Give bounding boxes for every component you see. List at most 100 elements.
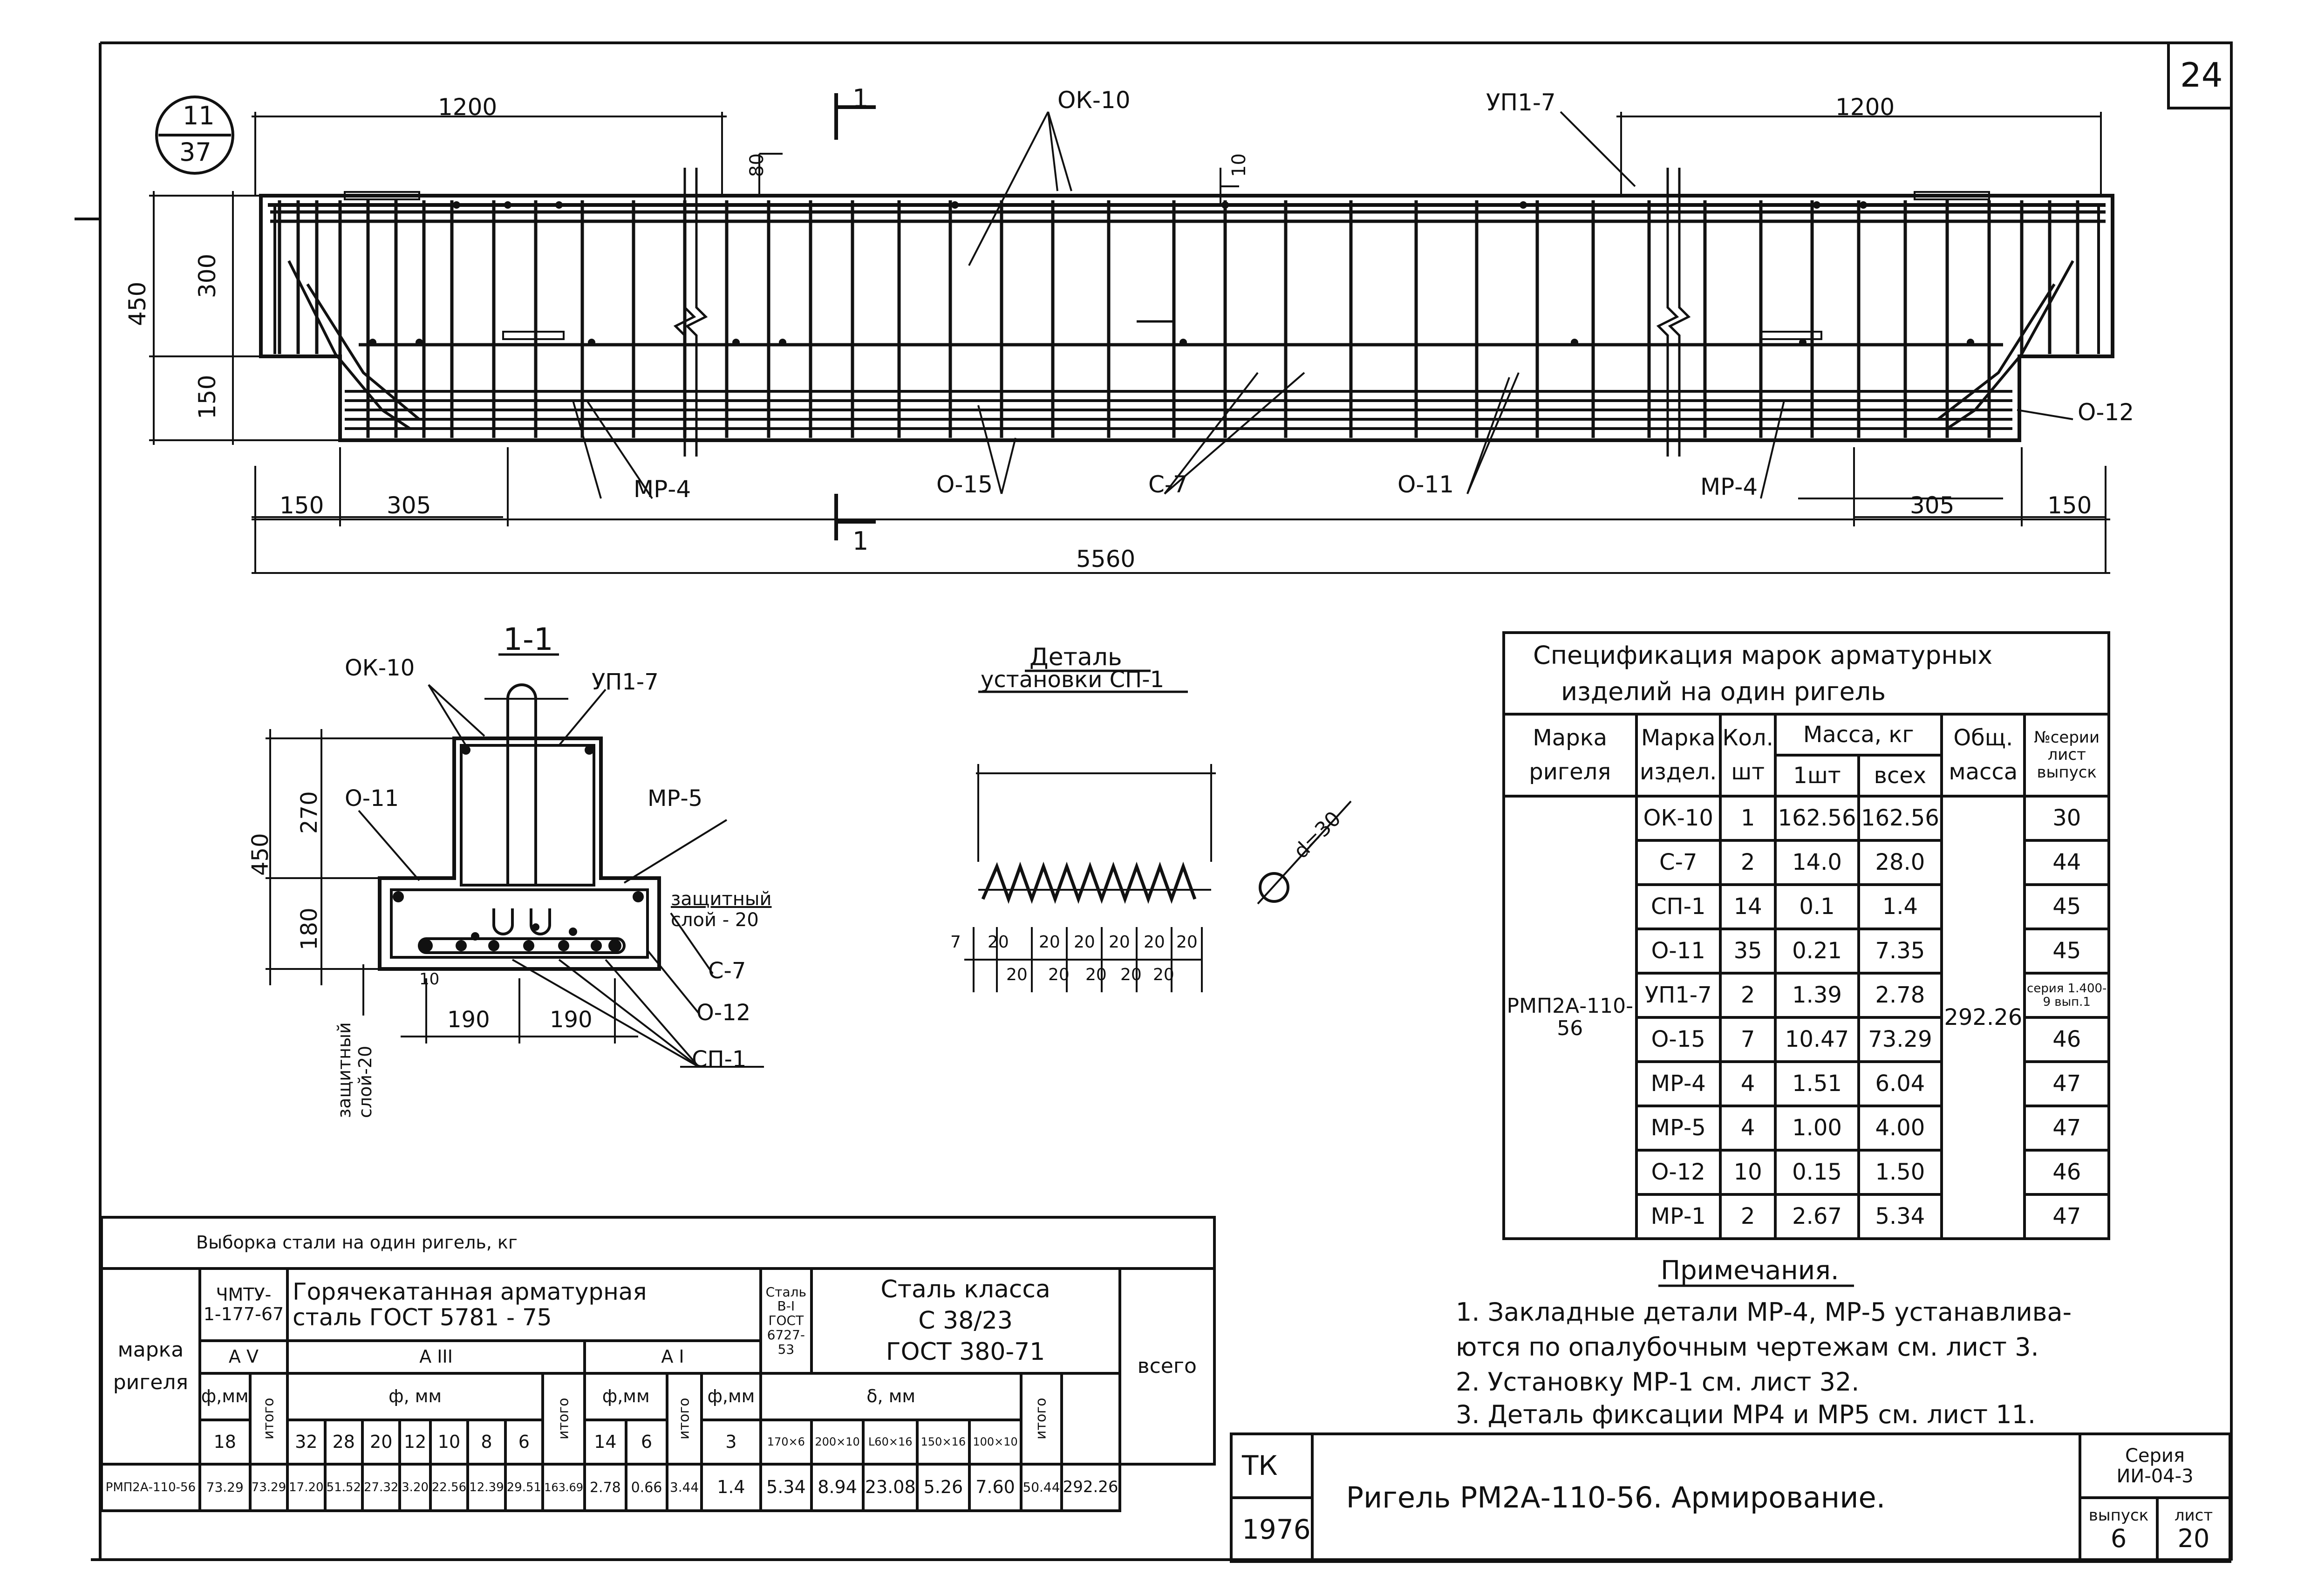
steel-row-plate-1: 8.94 bbox=[810, 1463, 865, 1512]
spec-r8-qty: 10 bbox=[1718, 1149, 1777, 1196]
section-marks bbox=[834, 93, 876, 540]
steel-row-aiii-6: 29.51 bbox=[504, 1463, 545, 1512]
spec-r7-qty: 4 bbox=[1718, 1105, 1777, 1152]
steel-row-av-total: 73.29 bbox=[248, 1463, 289, 1512]
steel-h-chmtu-2: 1-177-67 bbox=[203, 1303, 284, 1324]
dim-height-total: 450 bbox=[124, 281, 151, 326]
steel-h-delta: δ, мм bbox=[759, 1372, 1023, 1421]
bottom-bars bbox=[345, 390, 2012, 430]
section-dim-190a: 190 bbox=[447, 1007, 490, 1033]
spec-r3-massall: 7.35 bbox=[1857, 928, 1943, 975]
steel-row-plates-total: 50.44 bbox=[1020, 1463, 1063, 1512]
section-dim-450: 450 bbox=[247, 833, 273, 876]
section-dim-190b: 190 bbox=[550, 1007, 593, 1033]
spec-r4-mass1: 1.39 bbox=[1774, 972, 1860, 1019]
section-outline bbox=[378, 737, 661, 971]
spec-r9-ref: 47 bbox=[2023, 1193, 2110, 1240]
spec-r0-ref: 30 bbox=[2023, 795, 2110, 842]
spec-r6-qty: 4 bbox=[1718, 1060, 1777, 1107]
steel-h-aiii-itogo: итого bbox=[543, 1373, 585, 1464]
detail-dim-bottom-2: 20 bbox=[1048, 965, 1070, 984]
spec-r1-ref: 44 bbox=[2023, 839, 2110, 886]
title-tk: ТК bbox=[1230, 1432, 1314, 1499]
stamp-bottom: 37 bbox=[179, 137, 211, 167]
section-bars bbox=[393, 745, 644, 952]
title-sheet-label: лист bbox=[2174, 1506, 2213, 1525]
detail-dimension-lines bbox=[964, 764, 1216, 992]
section-label-o12: О-12 bbox=[696, 1000, 751, 1026]
spec-r5-mark: О-15 bbox=[1635, 1016, 1722, 1063]
spiral-spring bbox=[981, 861, 1197, 904]
steel-sub-ai-1: 6 bbox=[624, 1419, 669, 1466]
steel-sub-ai-0: 14 bbox=[583, 1419, 627, 1466]
steel-row-aiii-3: 3.20 bbox=[398, 1463, 432, 1512]
label-mp4-left: МР-4 bbox=[634, 476, 691, 503]
spec-r5-qty: 7 bbox=[1718, 1016, 1777, 1063]
dim-top-right: 1200 bbox=[1835, 94, 1895, 121]
dim-10: 10 bbox=[1228, 153, 1250, 177]
spec-r4-massall: 2.78 bbox=[1857, 972, 1943, 1019]
steel-sub-aiii-5: 8 bbox=[466, 1419, 507, 1466]
steel-sub-plate-2: L60×16 bbox=[862, 1419, 919, 1466]
spec-r2-massall: 1.4 bbox=[1857, 883, 1943, 930]
section-mark-top: 1 bbox=[852, 84, 869, 113]
steel-row-grand-total: 292.26 bbox=[1060, 1463, 1121, 1512]
section-label-cover-left-2: слой-20 bbox=[355, 1045, 375, 1118]
steel-sub-aiii-3: 12 bbox=[398, 1419, 432, 1466]
spec-r3-mass1: 0.21 bbox=[1774, 928, 1860, 975]
title-issue-label: выпуск bbox=[2088, 1506, 2149, 1525]
steel-h-ai-phi: ф,мм bbox=[583, 1372, 669, 1421]
spec-h-col3-2: шт bbox=[1731, 759, 1765, 785]
title-sheet-value: 20 bbox=[2177, 1523, 2210, 1553]
section-mark-bottom: 1 bbox=[852, 526, 869, 556]
section-stirrups bbox=[390, 683, 649, 959]
spec-r5-massall: 73.29 bbox=[1857, 1016, 1943, 1063]
spec-r7-mass1: 1.00 bbox=[1774, 1105, 1860, 1152]
section-dimension-lines bbox=[266, 698, 638, 1044]
spec-h-col2-1: Марка bbox=[1641, 725, 1716, 751]
spec-r5-mass1: 10.47 bbox=[1774, 1016, 1860, 1063]
spec-r0-massall: 162.56 bbox=[1857, 795, 1943, 842]
break-lines bbox=[673, 168, 1691, 457]
spec-r3-mark: О-11 bbox=[1635, 928, 1722, 975]
detail-dim-top-5: 20 bbox=[1144, 933, 1165, 952]
label-c7: С-7 bbox=[1148, 471, 1188, 498]
section-leader-lines bbox=[358, 684, 764, 1068]
steel-row-aiii-5: 12.39 bbox=[466, 1463, 507, 1512]
spec-total-mass: 292.26 bbox=[1940, 795, 2026, 1240]
dim-height-bottom: 150 bbox=[194, 375, 221, 419]
steel-h-class-1: Сталь класса bbox=[880, 1275, 1050, 1303]
steel-row-aiii-total: 163.69 bbox=[541, 1463, 586, 1512]
detail-dim-bottom-5: 20 bbox=[1153, 965, 1174, 984]
detail-title-2: установки СП-1 bbox=[981, 667, 1165, 693]
spec-r0-qty: 1 bbox=[1718, 795, 1777, 842]
section-dim-270: 270 bbox=[296, 791, 322, 834]
steel-h-av: А V bbox=[198, 1339, 289, 1375]
spec-table: Спецификация марок арматурных изделий на… bbox=[1502, 631, 2110, 1240]
spec-rigel-mark: РМП2А-110-56 bbox=[1502, 795, 1638, 1240]
bent-bars bbox=[273, 205, 2100, 430]
section-label-cover-right-2: слой - 20 bbox=[671, 909, 759, 931]
steel-h-class-3: ГОСТ 380-71 bbox=[886, 1338, 1045, 1366]
dim-right-150: 150 bbox=[2047, 492, 2092, 519]
spec-h-col3-1: Кол. bbox=[1722, 725, 1773, 751]
spec-h-ref-3: выпуск bbox=[2037, 763, 2097, 782]
steel-h-plates-itogo: итого bbox=[1021, 1373, 1062, 1464]
dim-80: 80 bbox=[746, 153, 768, 177]
diameter-leader bbox=[1257, 800, 1352, 905]
label-o15: О-15 bbox=[936, 471, 993, 498]
diameter-circle bbox=[1259, 872, 1289, 903]
section-label-cover-right-1: защитный bbox=[671, 888, 772, 910]
notes-line-3: 2. Установку МР-1 см. лист 32. bbox=[1456, 1367, 1860, 1397]
steel-sub-plate-0: 170×6 bbox=[759, 1419, 813, 1466]
spec-h-ref-2: лист bbox=[2047, 745, 2086, 764]
detail-dim-top-4: 20 bbox=[1109, 933, 1130, 952]
steel-sub-aiii-2: 20 bbox=[361, 1419, 402, 1466]
steel-row-aiii-2: 27.32 bbox=[361, 1463, 402, 1512]
label-up17: УП1-7 bbox=[1486, 89, 1556, 116]
steel-h-vsego: всего bbox=[1118, 1267, 1216, 1466]
steel-h-aiii: А III bbox=[286, 1339, 586, 1375]
stamp-circle bbox=[155, 95, 234, 175]
spec-r1-mark: С-7 bbox=[1635, 839, 1722, 886]
